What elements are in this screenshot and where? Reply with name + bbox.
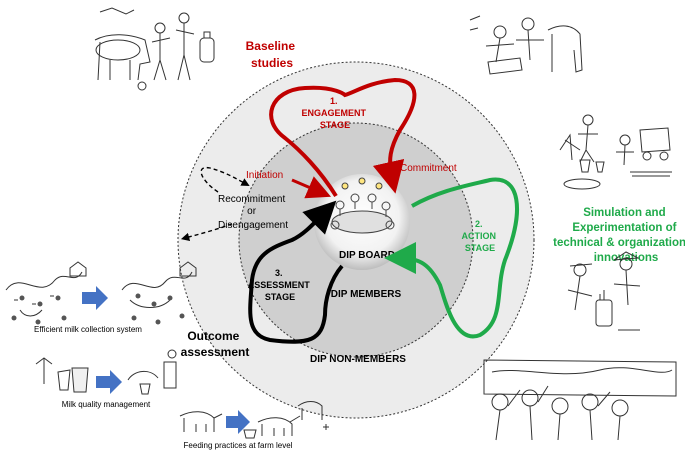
disengagement-dashed-arrow — [180, 223, 233, 241]
milk-collection-sketch — [5, 261, 197, 325]
engagement-loop-arrow — [269, 77, 417, 198]
milk-quality-caption: Milk quality management — [62, 400, 151, 409]
assessment-stage-label: 3. ASSESSMENT STAGE — [248, 268, 313, 302]
recommitment-label: Recommitment or Disengagement — [218, 194, 288, 231]
initiation-arrow — [291, 176, 332, 199]
feeding-practices-sketch — [179, 401, 329, 439]
blue-arrow-icon — [96, 370, 122, 394]
recommitment-dashed-arrow — [200, 166, 250, 193]
commitment-label: Commitment — [400, 163, 457, 174]
meeting-group-sketch — [483, 359, 677, 441]
baseline-farmers-sketch — [94, 7, 215, 91]
action-stage-label: 2. ACTION STAGE — [461, 219, 498, 253]
farmers-with-can-sketch — [567, 251, 641, 331]
simulation-label: Simulation and Experimentation of techni… — [553, 207, 685, 264]
assessment-loop-arrow — [248, 200, 344, 344]
baseline-studies-label: Baseline studies — [246, 39, 299, 70]
farmers-with-laptop-sketch — [469, 15, 583, 75]
initiation-label: Initiation — [246, 170, 283, 181]
action-loop-arrow — [384, 177, 519, 339]
blue-arrow-icon — [226, 410, 250, 434]
engagement-stage-label: 1. ENGAGEMENT STAGE — [301, 96, 368, 130]
dip-non-members-label: DIP NON-MEMBERS — [310, 354, 406, 365]
field-work-sketch — [559, 114, 672, 190]
outcome-assessment-label: Outcome assessment — [181, 329, 250, 359]
blue-arrow-icon — [82, 286, 108, 310]
feeding-caption: Feeding practices at farm level — [184, 441, 293, 450]
dip-board-label: DIP BOARD — [339, 250, 395, 261]
dip-members-label: DIP MEMBERS — [331, 289, 402, 300]
milk-quality-sketch — [35, 349, 177, 395]
milk-collection-caption: Efficient milk collection system — [34, 325, 142, 334]
